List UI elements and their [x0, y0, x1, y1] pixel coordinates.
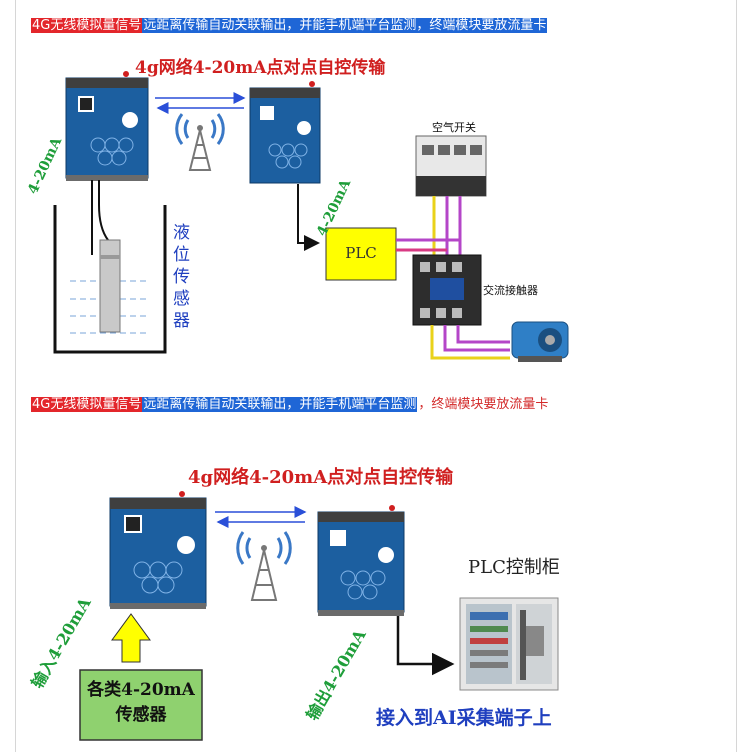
cell-tower-icon-2 [236, 531, 292, 601]
cell-tower-icon [175, 113, 225, 171]
air-switch-icon [415, 135, 487, 197]
plc-label: PLC [345, 244, 377, 262]
transmitter-device-right [249, 81, 321, 184]
sensor-box-line2: 传感器 [115, 705, 167, 725]
ai-terminal-label: 接入到AI采集端子上 [376, 707, 552, 729]
level-sensor-label: 液位传感器 [173, 223, 190, 331]
transmitter-device-input [109, 497, 207, 609]
ac-contactor-icon [412, 254, 482, 326]
electric-motor-icon [511, 321, 569, 362]
top-caption: 4G无线模拟量信号远距离传输自动关联输出，并能手机端平台监测，终端模块要放流量卡 [31, 17, 548, 34]
transmitter-device-output [317, 511, 405, 616]
page-frame [15, 0, 737, 752]
sensor-box [79, 669, 203, 741]
sensor-box-line1: 各类4-20mA [87, 680, 195, 700]
caption2-red-part: 4G无线模拟量信号 [31, 397, 143, 412]
plc-cabinet-photo [459, 597, 559, 691]
level-sensor-probe [99, 239, 121, 333]
contactor-label: 交流接触器 [483, 284, 538, 297]
sensor-box-text: 各类4-20mA 传感器 [80, 678, 202, 728]
diagram2-title: 4g网络4-20mA点对点自控传输 [188, 467, 454, 488]
plc-cabinet-label: PLC控制柜 [468, 557, 560, 578]
diagram1-title: 4g网络4-20mA点对点自控传输 [135, 58, 386, 78]
plc-box [325, 227, 397, 281]
caption2-plain-part: ，终端模块要放流量卡 [418, 397, 549, 412]
caption2-blue-part: 远距离传输自动关联输出，并能手机端平台监测 [142, 397, 418, 412]
air-switch-label: 空气开关 [432, 121, 476, 134]
caption-red-part: 4G无线模拟量信号 [31, 18, 143, 33]
mid-caption: 4G无线模拟量信号远距离传输自动关联输出，并能手机端平台监测，终端模块要放流量卡 [31, 396, 549, 413]
input-up-arrow [111, 613, 151, 663]
transmitter-device-left [65, 77, 149, 181]
caption-blue-part: 远距离传输自动关联输出，并能手机端平台监测，终端模块要放流量卡 [142, 18, 548, 33]
